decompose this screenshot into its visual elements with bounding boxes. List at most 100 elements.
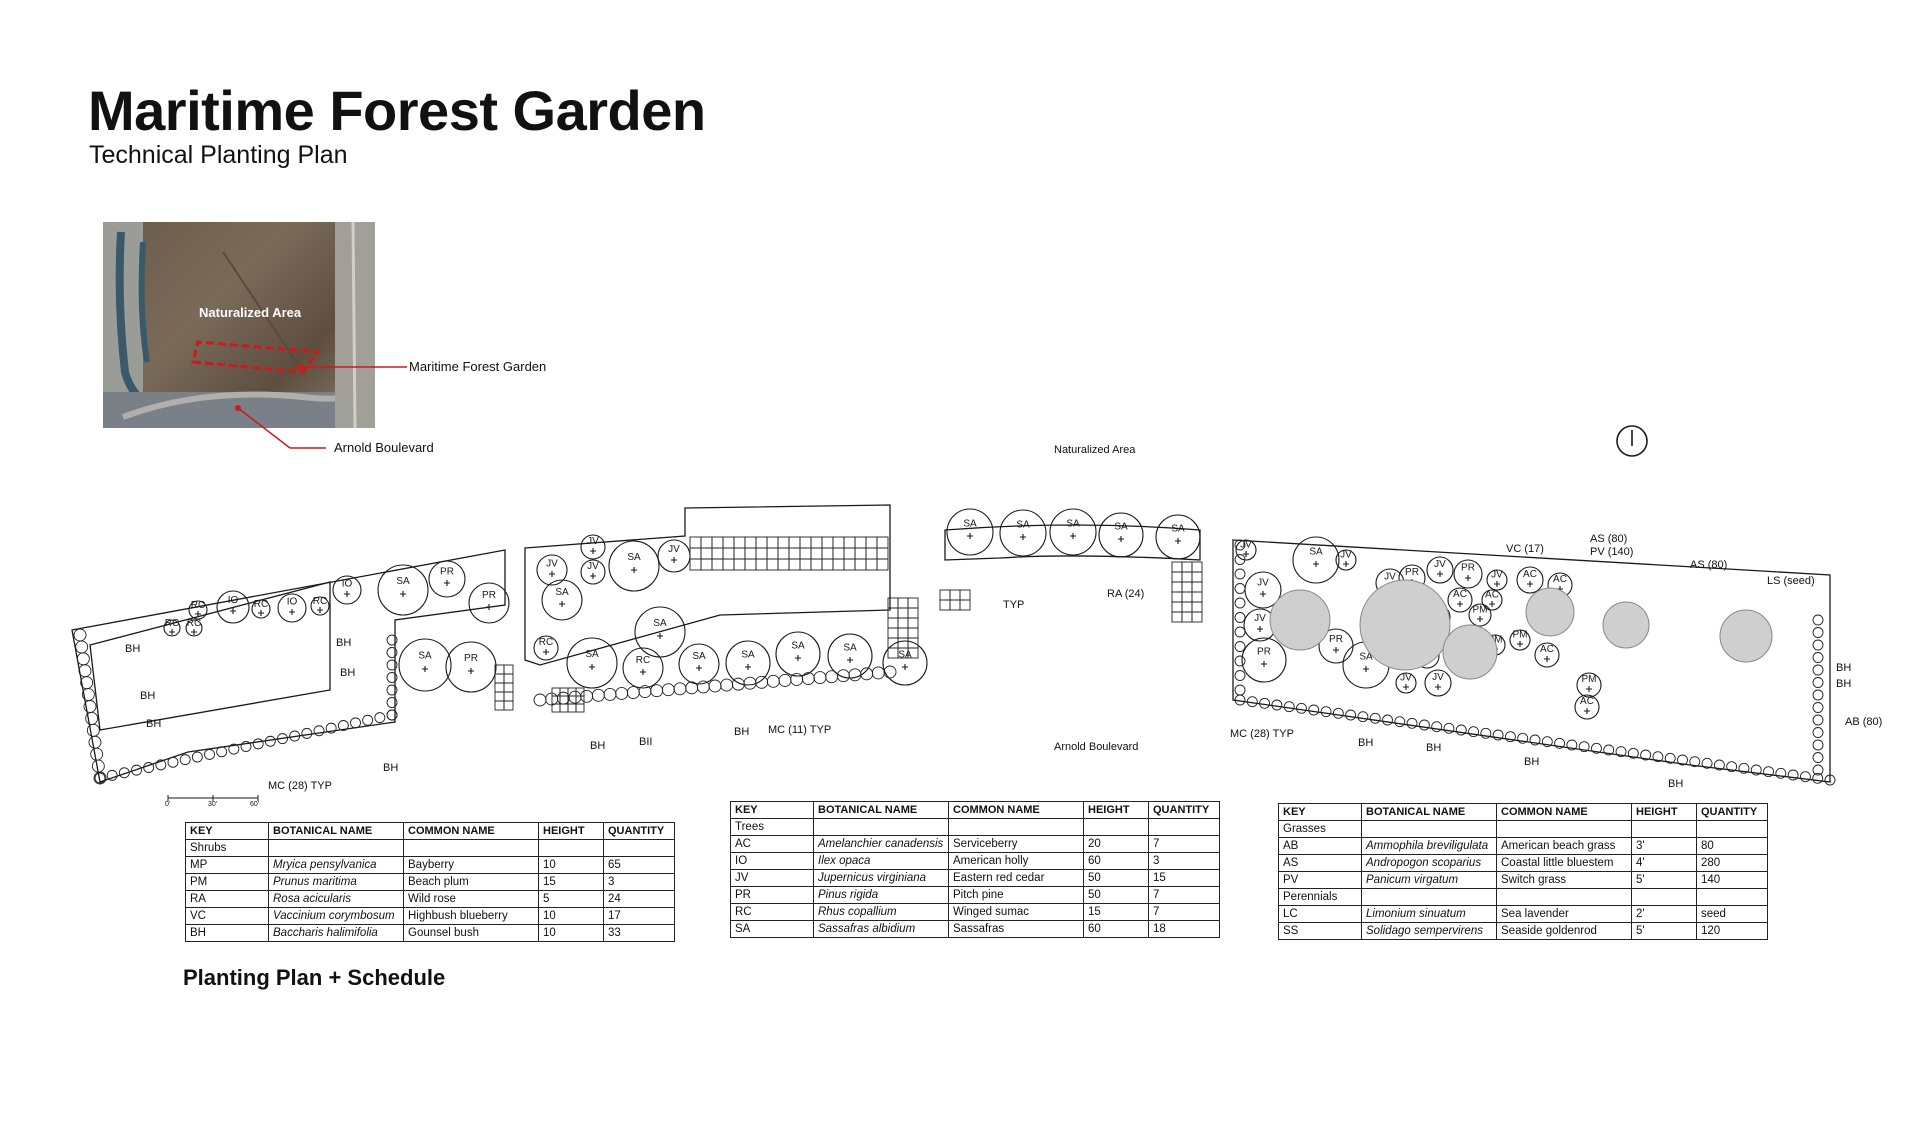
group-label: Trees (730, 818, 814, 836)
tree-key-label: JV (587, 561, 599, 572)
tree-center-mark (230, 608, 236, 614)
tree-key-label: SA (1171, 524, 1185, 535)
shrub-symbol (1234, 655, 1246, 667)
tree-canopy (1395, 672, 1417, 694)
tree-canopy (536, 554, 568, 586)
shrub-mass-cell (700, 558, 713, 571)
shrub-symbol (661, 683, 675, 697)
tree-key-label: AC (1540, 644, 1554, 655)
tree-key-label: SA (692, 651, 706, 662)
shrub-mass-cell (865, 547, 878, 560)
shrub-mass-cell (1181, 591, 1193, 603)
callout-bh-13: BH (1836, 662, 1852, 674)
tree-center-mark (1020, 534, 1026, 540)
callout-as80-a: AS (80) (1590, 533, 1628, 545)
tree-center-mark (1494, 581, 1500, 587)
tree-canopy (1509, 629, 1531, 651)
shrub-symbol (813, 671, 827, 685)
shrub-mass-cell (755, 536, 768, 549)
shrub-mass-cell (1171, 571, 1183, 583)
tree-key-label: RC (254, 599, 268, 610)
tree-center-mark (847, 657, 853, 663)
table-cell: RC (730, 903, 814, 921)
shrub-mass-cell (766, 536, 779, 549)
garden-outline (191, 340, 321, 374)
shrub-mass-cell (1191, 561, 1203, 573)
shrub-mass-cell (832, 547, 845, 560)
table-cell: 7 (1148, 835, 1220, 853)
shrub-mass-cell (843, 547, 856, 560)
table-cell: Bayberry (403, 856, 539, 874)
tree-canopy (1292, 536, 1340, 584)
shrub-symbol (179, 754, 191, 766)
shrub-symbol (1234, 684, 1246, 696)
shrub-symbol (1246, 696, 1258, 708)
tree-canopy (1426, 556, 1454, 584)
tree-canopy (251, 599, 271, 619)
shrub-mass-cell (1181, 611, 1193, 623)
tree-key-label: SA (555, 587, 569, 598)
tree-center-mark (589, 664, 595, 670)
table-cell: Rosa acicularis (268, 890, 404, 908)
col-quantity: QUANTITY (603, 822, 675, 840)
scale-tick-30: 30' (208, 801, 218, 808)
col-height: HEIGHT (538, 822, 604, 840)
shrub-mass-cell (777, 558, 790, 571)
tree-canopy (1447, 587, 1473, 613)
shrub-symbol (1320, 706, 1332, 718)
shrub-symbol (591, 688, 605, 702)
tree-center-mark (444, 580, 450, 586)
shrub-symbol (386, 684, 398, 696)
table-cell: Pitch pine (948, 886, 1084, 904)
col-height: HEIGHT (1083, 801, 1149, 819)
shrub-symbol (362, 714, 374, 726)
col-botanical: BOTANICAL NAME (268, 822, 404, 840)
shrub-mass-cell (755, 547, 768, 560)
tree-key-label: PR (440, 567, 454, 578)
shrub-symbol (1812, 764, 1824, 776)
shrub-symbol (204, 748, 215, 760)
tree-center-mark (400, 591, 406, 597)
shrub-symbol (778, 673, 792, 687)
center-bed-outline (944, 524, 1201, 561)
col-common: COMMON NAME (403, 822, 539, 840)
tree-key-label: RC (165, 618, 179, 629)
tree-canopy (1486, 569, 1508, 591)
shrub-symbol (80, 676, 94, 690)
tree-canopy (999, 509, 1047, 557)
shrub-mass-cell (711, 547, 724, 560)
table-cell: Baccharis halimifolia (268, 924, 404, 942)
tree-canopy (428, 560, 466, 598)
tree-key-label: AC (1485, 590, 1499, 601)
tree-center-mark (289, 609, 295, 615)
tree-center-mark (1435, 684, 1441, 690)
shrub-symbol (696, 680, 710, 694)
shrub-mass-cell (949, 589, 961, 601)
shrub-mass-cell (907, 607, 919, 619)
table-cell: 2' (1631, 905, 1697, 923)
shrub-mass-cell (503, 691, 514, 702)
shrub-symbol (386, 697, 398, 708)
shrub-symbol (1382, 714, 1393, 726)
tree-key-label: RC (187, 618, 201, 629)
table-cell: 65 (603, 856, 675, 874)
tree-key-label: SA (653, 618, 667, 629)
table-cell: BH (185, 924, 269, 942)
shrub-symbol (191, 751, 203, 763)
shrub-symbol (650, 684, 664, 698)
shrub-symbol (106, 769, 118, 781)
shrub-symbol (1234, 568, 1246, 580)
shrub-mass-cell (722, 536, 735, 549)
scale-tick-0: 0' (165, 801, 171, 808)
shrub-symbol (1640, 749, 1652, 761)
tree-key-label: JV (1254, 613, 1266, 624)
table-cell: JV (730, 869, 814, 887)
shrub-mass-cell (733, 547, 746, 560)
callout-bii: BII (639, 736, 653, 748)
